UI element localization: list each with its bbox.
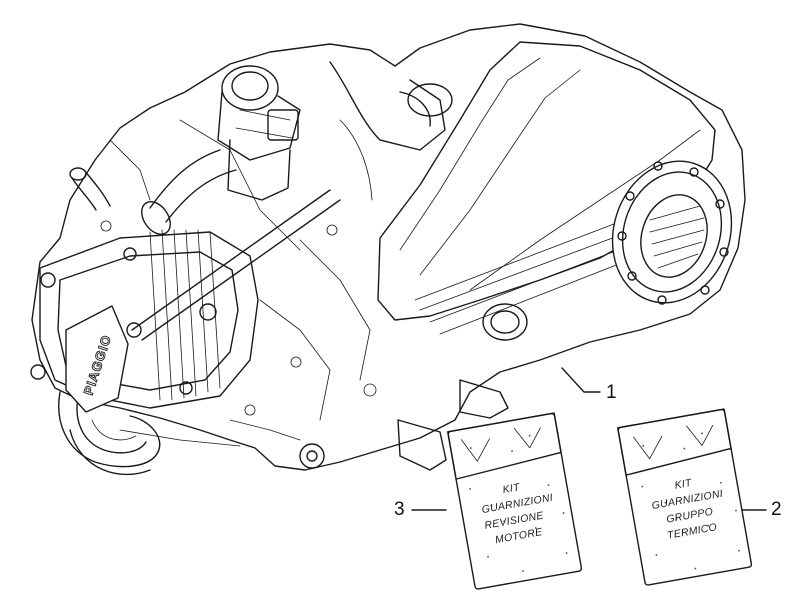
variator-disc [611,160,733,305]
crankcase-outline [31,23,746,471]
cvt-cover [377,41,716,321]
long-rod [126,189,341,341]
inspection-port [482,303,528,341]
callout-kit-thermal: 2 [771,499,782,520]
exhaust-coils [58,391,161,476]
cylinder-head [30,229,259,409]
air-duct [329,61,453,151]
breather-hose [69,167,111,211]
gasket-kit-thermal-bag: KIT GUARNIZIONI GRUPPO TERMICO [617,408,753,586]
kit-overhaul-line1: KIT [502,481,522,496]
detail-lines [100,119,377,447]
carburetor [217,65,301,201]
leader-line-1 [561,367,601,393]
gasket-kit-overhaul-bag: KIT GUARNIZIONI REVISIONE MOTORE [447,412,583,590]
intake-tube [141,149,237,235]
callout-kit-overhaul: 3 [394,499,405,520]
callout-engine: 1 [606,382,617,403]
logo-plate: PIAGGIO [65,305,129,413]
engine-assembly: PIAGGIO [30,23,746,476]
lower-bracket [299,379,509,471]
kit-thermal-line1: KIT [674,477,694,492]
